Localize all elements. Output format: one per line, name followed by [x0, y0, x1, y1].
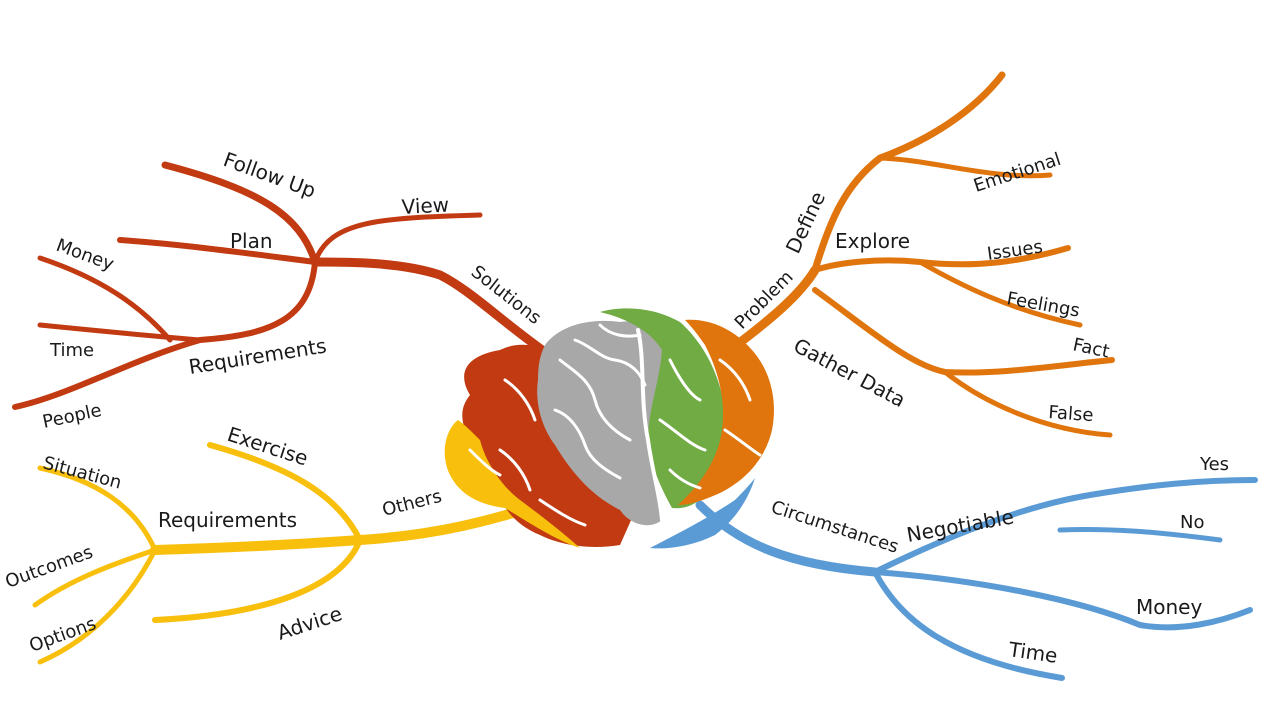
follow-up-line	[161, 161, 319, 266]
requirements-label-others: Requirements	[158, 508, 297, 532]
others-label: Others	[380, 486, 444, 521]
branch-solutions	[12, 161, 550, 410]
money-label-circumstances: Money	[1136, 595, 1202, 619]
view-line	[312, 212, 483, 265]
brain-orange-lobe	[678, 319, 774, 505]
explore-label: Explore	[835, 229, 910, 253]
brain-blue-lobe	[650, 478, 755, 549]
money-label-solutions: Money	[53, 235, 117, 275]
no-line	[1057, 526, 1223, 543]
plan-line	[117, 237, 318, 265]
emotional-line	[877, 155, 1053, 179]
brain-gray-lobe	[537, 320, 665, 526]
problem-labels: Problem Define Emotional Explore Issues …	[731, 149, 1112, 426]
advice-label: Advice	[274, 601, 345, 644]
issues-label: Issues	[986, 236, 1044, 265]
money-line	[37, 255, 173, 343]
circumstances-label: Circumstances	[768, 497, 901, 558]
feelings-line	[917, 259, 1083, 328]
time-label-circumstances: Time	[1006, 637, 1059, 668]
fact-label: Fact	[1071, 334, 1111, 362]
follow-up-label: Follow Up	[220, 147, 319, 203]
exercise-line	[207, 442, 363, 543]
emotional-label: Emotional	[971, 149, 1064, 197]
outcomes-label: Outcomes	[3, 542, 96, 593]
brain-yellow-lobe	[444, 420, 580, 548]
yes-label: Yes	[1199, 454, 1229, 475]
money-line-circ	[872, 569, 1253, 631]
advice-line	[152, 537, 363, 623]
situation-line	[37, 465, 158, 553]
brain-icon	[444, 308, 774, 549]
time-line	[37, 322, 203, 343]
no-label: No	[1180, 512, 1204, 533]
negotiable-label: Negotiable	[905, 504, 1016, 546]
false-line	[942, 369, 1113, 438]
people-label: People	[41, 400, 104, 433]
view-label: View	[401, 193, 450, 219]
time-label-solutions: Time	[49, 340, 94, 361]
branch-others	[32, 442, 545, 665]
plan-label: Plan	[230, 229, 273, 253]
false-label: False	[1048, 402, 1095, 426]
outcomes-line	[32, 547, 158, 608]
brain-green-lobe	[600, 308, 726, 509]
branch-problem	[725, 71, 1115, 438]
time-line-circ	[872, 569, 1065, 681]
negotiable-line	[872, 477, 1258, 575]
options-line	[37, 547, 158, 665]
brain-folds	[468, 323, 762, 527]
solutions-trunk	[310, 257, 550, 357]
situation-label: Situation	[41, 453, 124, 494]
